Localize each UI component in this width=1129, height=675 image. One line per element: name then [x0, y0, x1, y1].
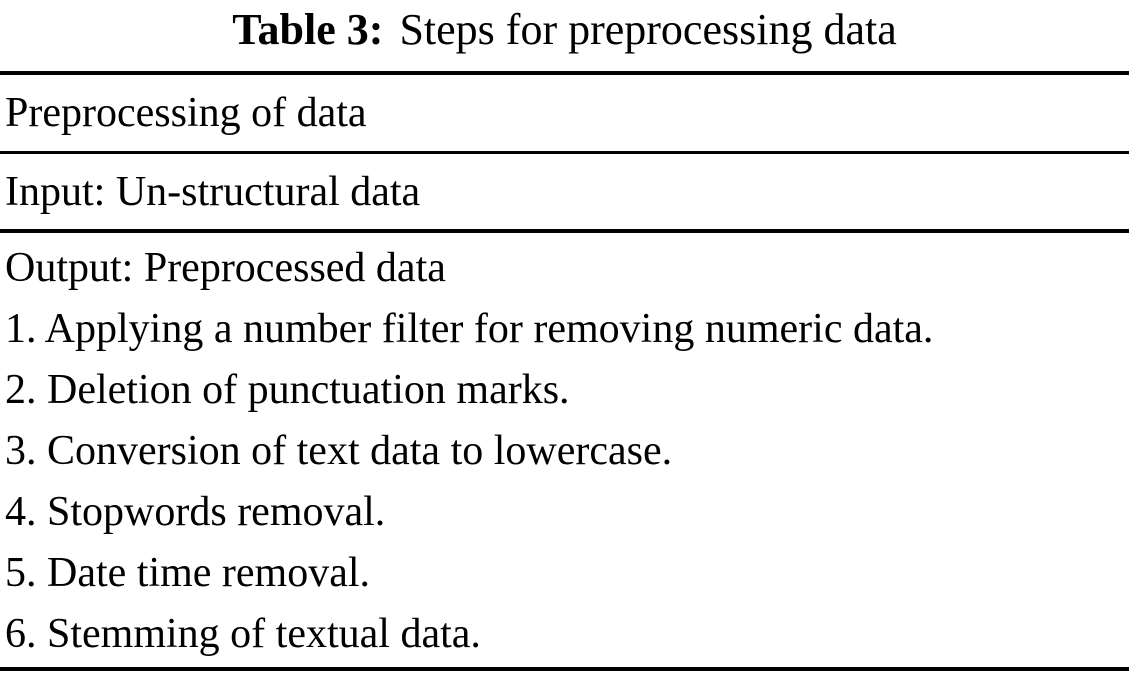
- table-rule-after-input: [0, 229, 1129, 233]
- table-header-text: Preprocessing of data: [5, 90, 367, 136]
- table-step-5: 5. Date time removal.: [5, 550, 371, 596]
- table-rule-bottom: [0, 667, 1129, 671]
- table-row-body: Output: Preprocessed data 1. Applying a …: [0, 233, 1129, 667]
- table-input-text: Input: Un-structural data: [5, 168, 421, 215]
- table-caption-label: Table 3:: [232, 5, 384, 54]
- table-step-6: 6. Stemming of textual data.: [5, 611, 481, 657]
- table-step-4: 4. Stopwords removal.: [5, 489, 386, 535]
- table-step-3: 3. Conversion of text data to lowercase.: [5, 428, 673, 474]
- table-output-text: Output: Preprocessed data: [5, 245, 446, 291]
- table-row-input: Input: Un-structural data: [0, 154, 1129, 229]
- table-step-1: 1. Applying a number filter for removing…: [5, 306, 934, 352]
- table-rule-after-header: [0, 151, 1129, 154]
- table-rule-top: [0, 71, 1129, 75]
- table-caption: Table 3: Steps for preprocessing data: [0, 0, 1129, 71]
- table-step-2: 2. Deletion of punctuation marks.: [5, 367, 570, 413]
- table-caption-title: Steps for preprocessing data: [399, 5, 897, 54]
- table-row-header: Preprocessing of data: [0, 75, 1129, 151]
